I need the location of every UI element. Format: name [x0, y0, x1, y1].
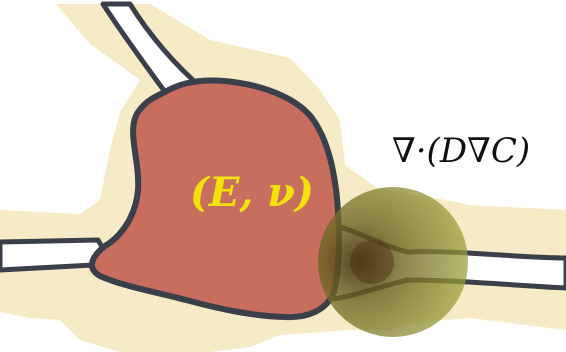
- diffusion-sphere: [318, 187, 468, 337]
- material-body: [89, 77, 342, 321]
- diffusion-operator-label: ∇·(D∇C): [392, 131, 530, 171]
- material-parameters-label: (E, ν): [190, 169, 314, 216]
- diffusion-core: [350, 240, 394, 284]
